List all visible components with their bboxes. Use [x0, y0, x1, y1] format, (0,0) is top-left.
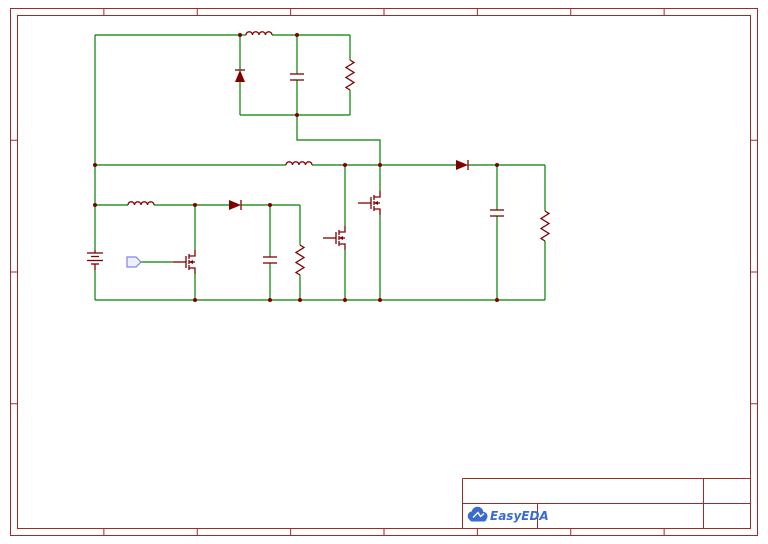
capacitor[interactable] [290, 73, 304, 81]
junction-dot[interactable] [193, 203, 197, 207]
junction-dot[interactable] [193, 298, 197, 302]
junction-dot[interactable] [495, 163, 499, 167]
schematic-circuit [87, 31, 551, 302]
junction-dot[interactable] [295, 113, 299, 117]
junction-dot[interactable] [343, 163, 347, 167]
nmos-transistor[interactable] [323, 226, 346, 250]
capacitor[interactable] [490, 209, 504, 217]
junction-dot[interactable] [378, 163, 382, 167]
frame-inner-border [17, 15, 751, 529]
diode[interactable] [456, 160, 469, 170]
inductor[interactable] [245, 31, 273, 36]
junction-dot[interactable] [93, 163, 97, 167]
nmos-transistor[interactable] [173, 250, 196, 274]
capacitor[interactable] [263, 256, 277, 264]
title-block: EasyEDA [462, 478, 751, 529]
nmos-transistor[interactable] [358, 191, 381, 215]
net-flag-input[interactable] [126, 256, 142, 268]
diode[interactable] [229, 200, 242, 210]
junction-dot[interactable] [93, 203, 97, 207]
junction-dot[interactable] [238, 33, 242, 37]
junction-dot[interactable] [268, 203, 272, 207]
frame-outer-border [10, 8, 758, 536]
junction-dot[interactable] [298, 298, 302, 302]
easyeda-logo: EasyEDA [467, 506, 549, 523]
inductor[interactable] [127, 201, 155, 206]
junction-dot[interactable] [378, 298, 382, 302]
junction-dot[interactable] [343, 298, 347, 302]
junction-dot[interactable] [495, 298, 499, 302]
resistor[interactable] [539, 210, 551, 242]
battery[interactable] [87, 250, 103, 270]
easyeda-cloud-icon [467, 506, 488, 522]
junction-dot[interactable] [295, 33, 299, 37]
resistor[interactable] [294, 244, 306, 276]
frame-ruler-ticks [10, 8, 758, 536]
sheet-frame [10, 8, 758, 536]
resistor[interactable] [344, 59, 356, 91]
wire[interactable] [296, 115, 381, 191]
junction-dot[interactable] [268, 298, 272, 302]
diode[interactable] [235, 69, 245, 82]
easyeda-logo-text: EasyEDA [490, 509, 549, 523]
inductor[interactable] [285, 161, 313, 166]
